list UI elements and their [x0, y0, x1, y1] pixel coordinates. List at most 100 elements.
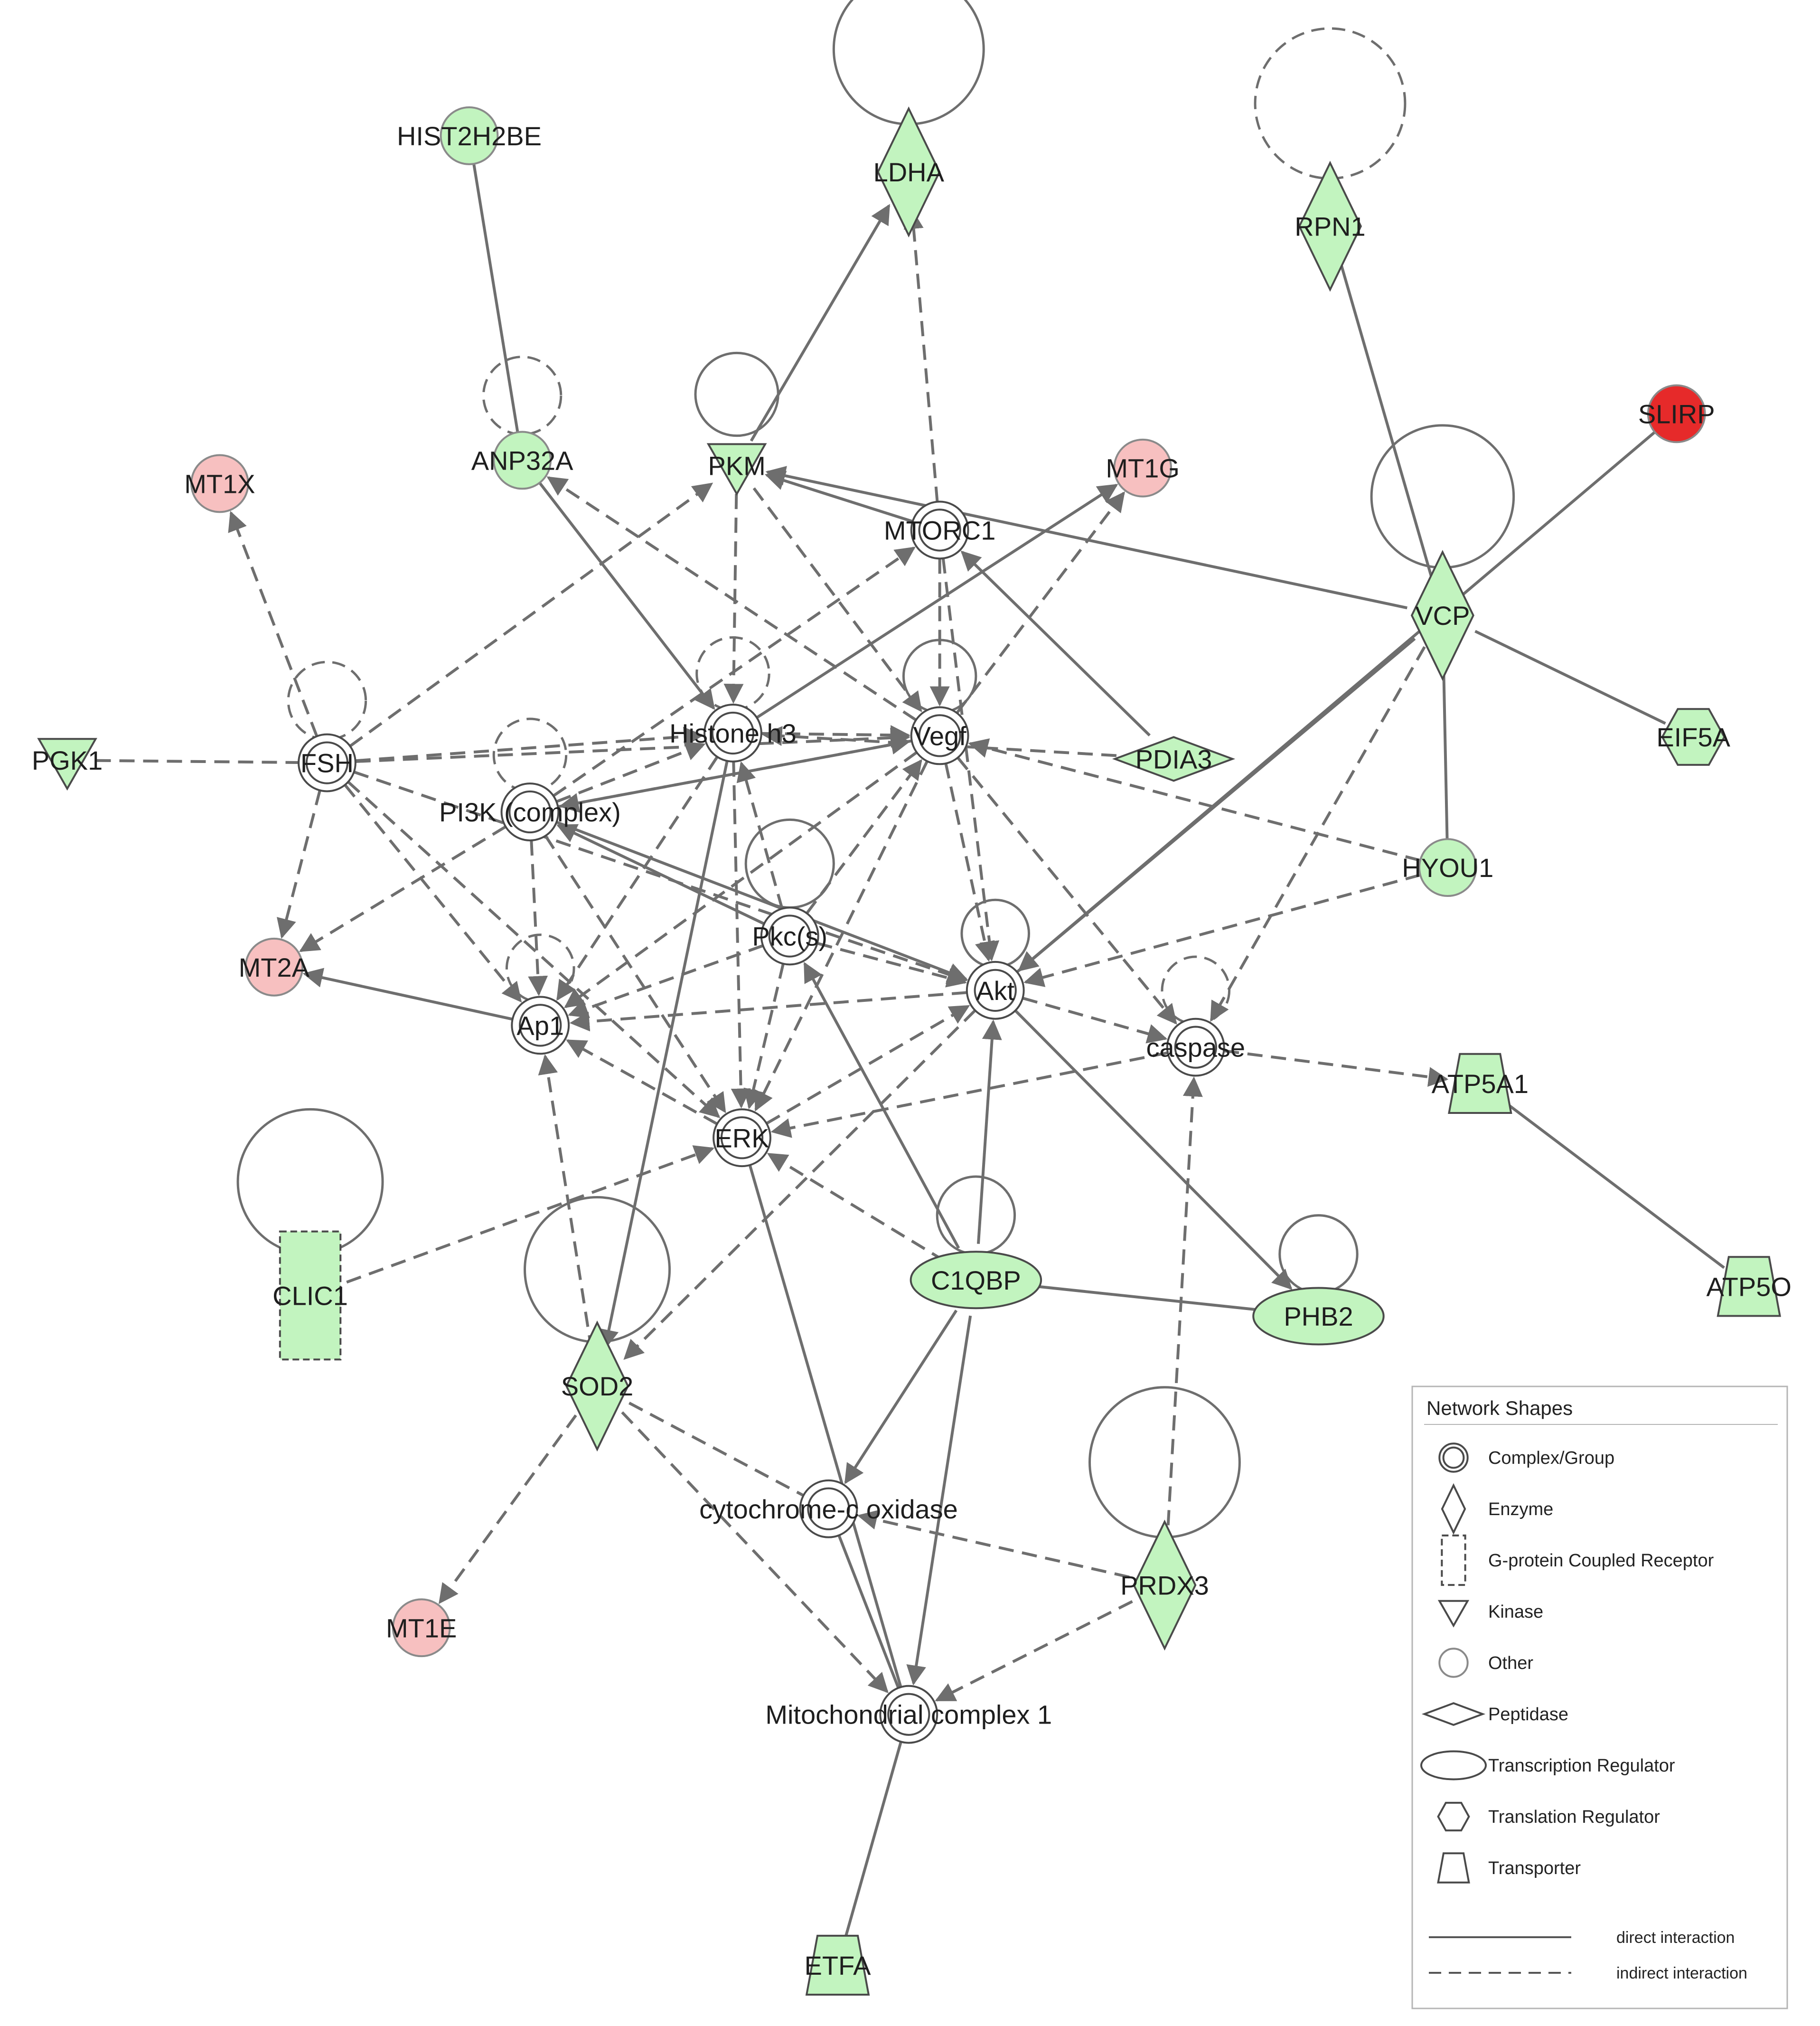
node-label-slirp: SLIRP	[1638, 399, 1715, 429]
node-mtorc1[interactable]: MTORC1	[884, 500, 995, 560]
edge-c1qbp-to-pkcs	[803, 961, 960, 1249]
node-label-atp5a1: ATP5A1	[1432, 1069, 1529, 1099]
edge-c1qbp-to-cytochrome	[844, 1310, 958, 1484]
node-sod2[interactable]: SOD2	[561, 1320, 634, 1452]
edge-fsh-to-mt2a	[277, 790, 321, 939]
node-atp5a1[interactable]: ATP5A1	[1432, 1053, 1529, 1114]
edge-sod2-to-cytochrome	[628, 1402, 804, 1497]
node-label-rpn1: RPN1	[1295, 212, 1365, 242]
self-loop-pi3k	[492, 717, 568, 792]
node-ap1[interactable]: Ap1	[511, 996, 570, 1055]
self-loop-caspase	[1161, 955, 1231, 1026]
edge-erk-to-mitocomplex1	[748, 1164, 902, 1687]
node-label-anp32a: ANP32A	[471, 445, 573, 475]
edge-hyou1-to-akt	[1023, 873, 1421, 987]
node-pkm[interactable]: PKM	[706, 443, 767, 496]
edge-caspase-to-erk	[770, 1051, 1168, 1138]
node-akt[interactable]: Akt	[966, 961, 1025, 1020]
node-label-pi3k: PI3K (complex)	[439, 797, 621, 827]
node-label-mt1e: MT1E	[386, 1613, 457, 1643]
self-loop-pkcs	[744, 818, 835, 909]
node-label-mt1x: MT1X	[184, 469, 255, 499]
node-slirp[interactable]: SLIRP	[1638, 384, 1715, 443]
node-mt2a[interactable]: MT2A	[239, 937, 310, 997]
edge-rpn1-to-vcp	[1339, 260, 1434, 581]
self-loop-pkm	[694, 351, 779, 437]
edge-atp5a1-to-atp5o	[1504, 1101, 1725, 1269]
edge-vcp-to-hyou1	[1442, 651, 1449, 839]
node-pdia3[interactable]: PDIA3	[1112, 736, 1236, 782]
edge-ap1-to-mt2a	[302, 968, 513, 1021]
node-mt1g[interactable]: MT1G	[1106, 438, 1180, 498]
node-hist2h2be[interactable]: HIST2H2BE	[397, 106, 542, 165]
node-hyou1[interactable]: HYOU1	[1402, 838, 1493, 897]
node-pi3k[interactable]: PI3K (complex)	[439, 782, 621, 841]
node-etfa[interactable]: ETFA	[804, 1934, 871, 1996]
node-label-mt1g: MT1G	[1106, 453, 1180, 483]
legend-item-enzyme: Enzyme	[1441, 1483, 1553, 1535]
node-erk[interactable]: ERK	[713, 1108, 771, 1168]
self-loop-rpn1	[1254, 27, 1407, 180]
node-label-eif5a: EIF5A	[1656, 722, 1730, 752]
node-label-clic1: CLIC1	[272, 1281, 348, 1310]
legend-label-complex: Complex/Group	[1488, 1448, 1614, 1468]
node-histoneh3[interactable]: Histone h3	[669, 704, 797, 763]
node-vegf[interactable]: Vegf	[910, 706, 969, 765]
node-label-c1qbp: C1QBP	[931, 1265, 1021, 1295]
edge-histoneh3-to-sod2	[599, 760, 729, 1350]
node-label-erk: ERK	[714, 1123, 769, 1153]
edge-caspase-to-atp5a1	[1223, 1049, 1449, 1087]
node-mitocomplex1[interactable]: Mitochondrial complex 1	[765, 1685, 1052, 1744]
self-loop-ap1	[505, 933, 575, 1003]
node-clic1[interactable]: CLIC1	[272, 1230, 348, 1361]
self-loop-anp32a	[482, 356, 563, 436]
node-mt1e[interactable]: MT1E	[386, 1598, 457, 1658]
node-cytochrome[interactable]: cytochrome-c oxidase	[699, 1479, 958, 1538]
node-phb2[interactable]: PHB2	[1252, 1287, 1385, 1346]
node-label-histoneh3: Histone h3	[669, 718, 797, 748]
node-label-vegf: Vegf	[913, 721, 967, 751]
node-fsh[interactable]: FSH	[298, 733, 356, 792]
edge-fsh-to-vegf	[355, 728, 910, 763]
node-ldha[interactable]: LDHA	[873, 106, 945, 238]
node-label-cytochrome: cytochrome-c oxidase	[699, 1494, 958, 1524]
edge-pkm-to-histoneh3	[723, 494, 744, 704]
legend-indirect-label: indirect interaction	[1616, 1964, 1747, 1982]
node-caspase[interactable]: caspase	[1146, 1018, 1245, 1077]
legend-label-ellipse: Transcription Regulator	[1488, 1756, 1675, 1776]
node-c1qbp[interactable]: C1QBP	[910, 1251, 1042, 1310]
node-label-pkm: PKM	[708, 451, 765, 481]
self-loop-sod2	[524, 1196, 671, 1343]
edge-pi3k-to-mt2a	[299, 825, 507, 952]
node-pkcs[interactable]: Pkc(s)	[752, 906, 827, 966]
legend-item-transporter: Transporter	[1437, 1852, 1581, 1884]
node-label-ldha: LDHA	[873, 157, 945, 187]
node-rpn1[interactable]: RPN1	[1295, 160, 1366, 292]
node-pgk1[interactable]: PGK1	[32, 738, 103, 791]
node-atp5o[interactable]: ATP5O	[1707, 1256, 1792, 1317]
node-vcp[interactable]: VCP	[1410, 550, 1474, 681]
node-anp32a[interactable]: ANP32A	[471, 431, 573, 490]
edge-pkcs-to-vegf	[806, 759, 922, 914]
edge-erk-to-ap1	[566, 1039, 718, 1125]
edge-pkcs-to-ap1	[568, 944, 764, 1018]
node-mt1x[interactable]: MT1X	[184, 454, 255, 513]
edge-akt-to-phb2	[1014, 1009, 1293, 1290]
edge-mtorc1-to-akt	[941, 558, 1000, 961]
edge-pgk1-to-fsh	[95, 759, 299, 764]
edge-pi3k-to-ap1	[528, 840, 548, 996]
edge-c1qbp-to-mitocomplex1	[906, 1315, 972, 1686]
node-prdx3[interactable]: PRDX3	[1120, 1519, 1209, 1651]
node-label-fsh: FSH	[300, 748, 354, 778]
self-loop-fsh	[287, 660, 367, 741]
legend-label-transporter: Transporter	[1488, 1858, 1581, 1878]
node-label-sod2: SOD2	[561, 1371, 634, 1401]
edge-prdx3-to-caspase	[1165, 1076, 1203, 1549]
edge-pkm-to-ldha	[750, 204, 891, 442]
edge-cytochrome-to-mitocomplex1	[837, 1535, 900, 1688]
legend-item-kinase: Kinase	[1437, 1600, 1543, 1628]
edge-vcp-to-eif5a	[1474, 630, 1666, 725]
node-eif5a[interactable]: EIF5A	[1656, 708, 1731, 766]
